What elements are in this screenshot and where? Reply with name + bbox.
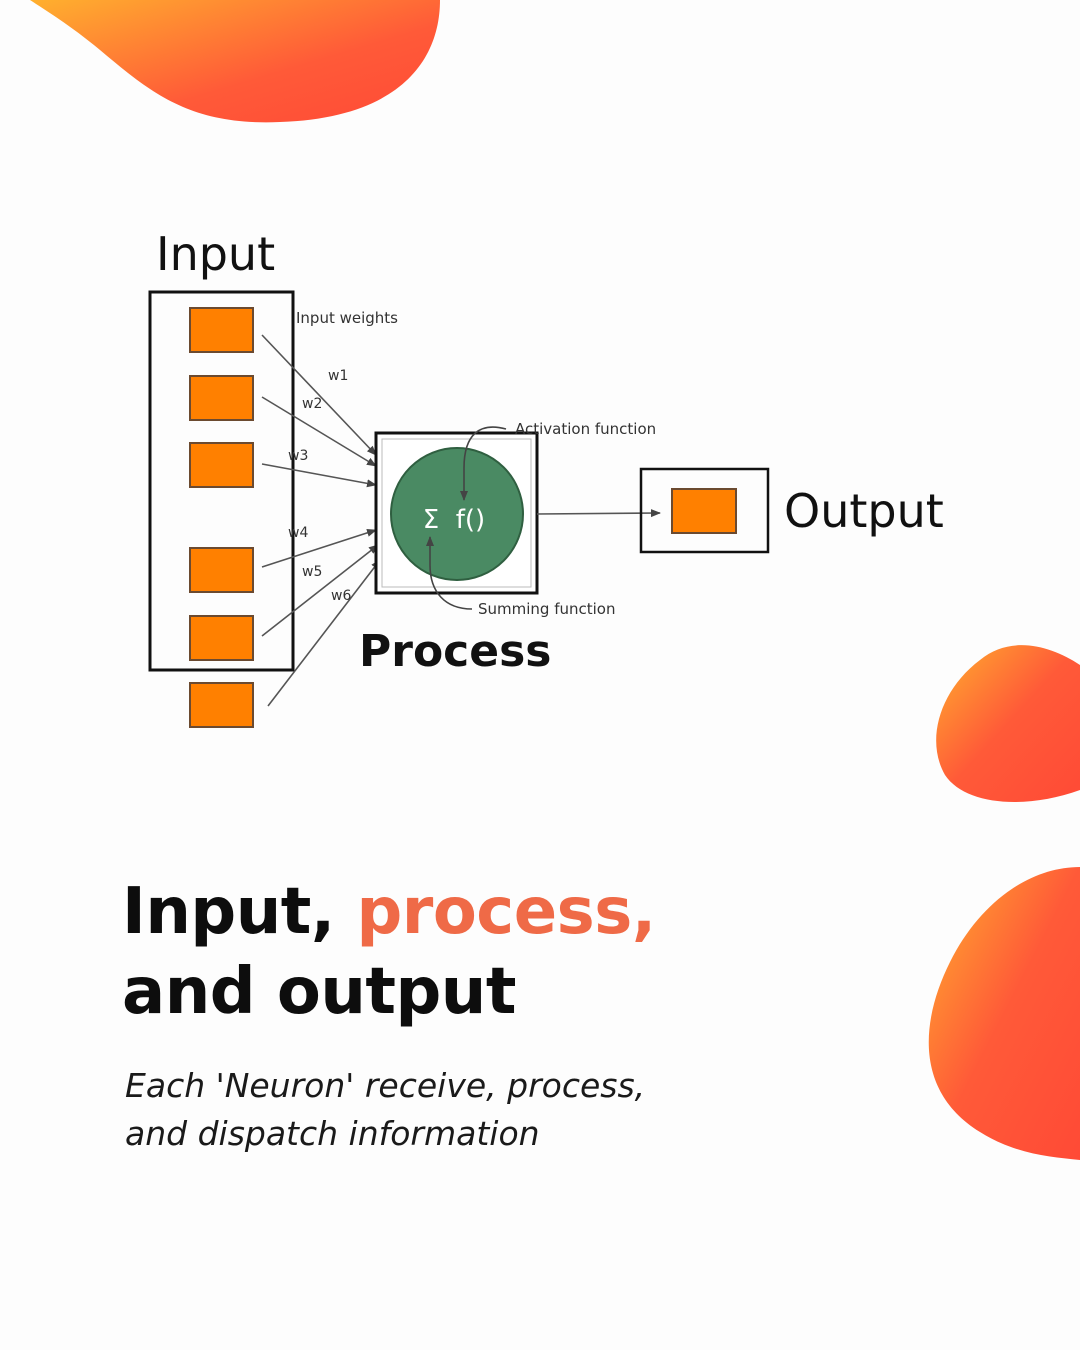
weight-label-6: w6 xyxy=(331,588,351,604)
headline-line1-accent: process, xyxy=(356,875,656,949)
output-arrow xyxy=(536,509,661,518)
weight-label-3: w3 xyxy=(288,448,308,464)
weight-label-2: w2 xyxy=(302,396,322,412)
activation-arrow xyxy=(460,426,507,501)
weight-labels: w1 w2 w3 w4 w5 w6 xyxy=(288,368,351,604)
headline-line1-plain: Input, xyxy=(122,875,357,949)
weight-arrows xyxy=(261,334,381,707)
input-layer-box xyxy=(148,290,295,672)
activation-function-label: Activation function xyxy=(515,420,656,438)
summing-arrow xyxy=(426,536,473,610)
input-node-6 xyxy=(189,682,254,728)
input-node-1 xyxy=(189,307,254,353)
input-node-3 xyxy=(189,442,254,488)
weight-arrow-4 xyxy=(261,528,377,568)
headline-line2: and output xyxy=(122,955,516,1029)
summing-function-label: Summing function xyxy=(478,600,616,618)
decorative-blob-middle-right xyxy=(936,645,1080,802)
neuron-diagram: Input Input weights w1 w2 w3 w4 w5 w6 Σ … xyxy=(148,227,944,728)
output-label: Output xyxy=(784,484,944,538)
process-inner-box xyxy=(381,438,532,588)
input-node-2 xyxy=(189,375,254,421)
subtitle-line2: and dispatch information xyxy=(125,1114,540,1153)
weight-label-4: w4 xyxy=(288,525,308,541)
output-box xyxy=(639,467,770,554)
input-nodes xyxy=(189,307,254,728)
input-node-5 xyxy=(189,615,254,661)
process-label: Process xyxy=(359,626,551,677)
weight-arrow-1 xyxy=(261,334,377,456)
weight-arrow-2 xyxy=(261,396,377,467)
decorative-blob-top xyxy=(30,0,440,123)
input-node-4 xyxy=(189,547,254,593)
neuron-circle xyxy=(390,447,524,581)
decorative-blob-bottom-right xyxy=(928,867,1080,1160)
output-node xyxy=(671,488,737,534)
neuron-function-text: Σ f() xyxy=(423,505,485,535)
weight-label-1: w1 xyxy=(328,368,348,384)
headline: Input, process, and output xyxy=(122,872,656,1032)
subtitle: Each 'Neuron' receive, process, and disp… xyxy=(125,1062,725,1158)
input-weights-label: Input weights xyxy=(296,309,398,327)
input-label: Input xyxy=(156,227,275,281)
weight-arrow-5 xyxy=(261,544,379,637)
weight-arrow-3 xyxy=(261,463,377,488)
weight-arrow-6 xyxy=(267,559,381,707)
subtitle-line1: Each 'Neuron' receive, process, xyxy=(125,1066,646,1105)
weight-label-5: w5 xyxy=(302,564,322,580)
